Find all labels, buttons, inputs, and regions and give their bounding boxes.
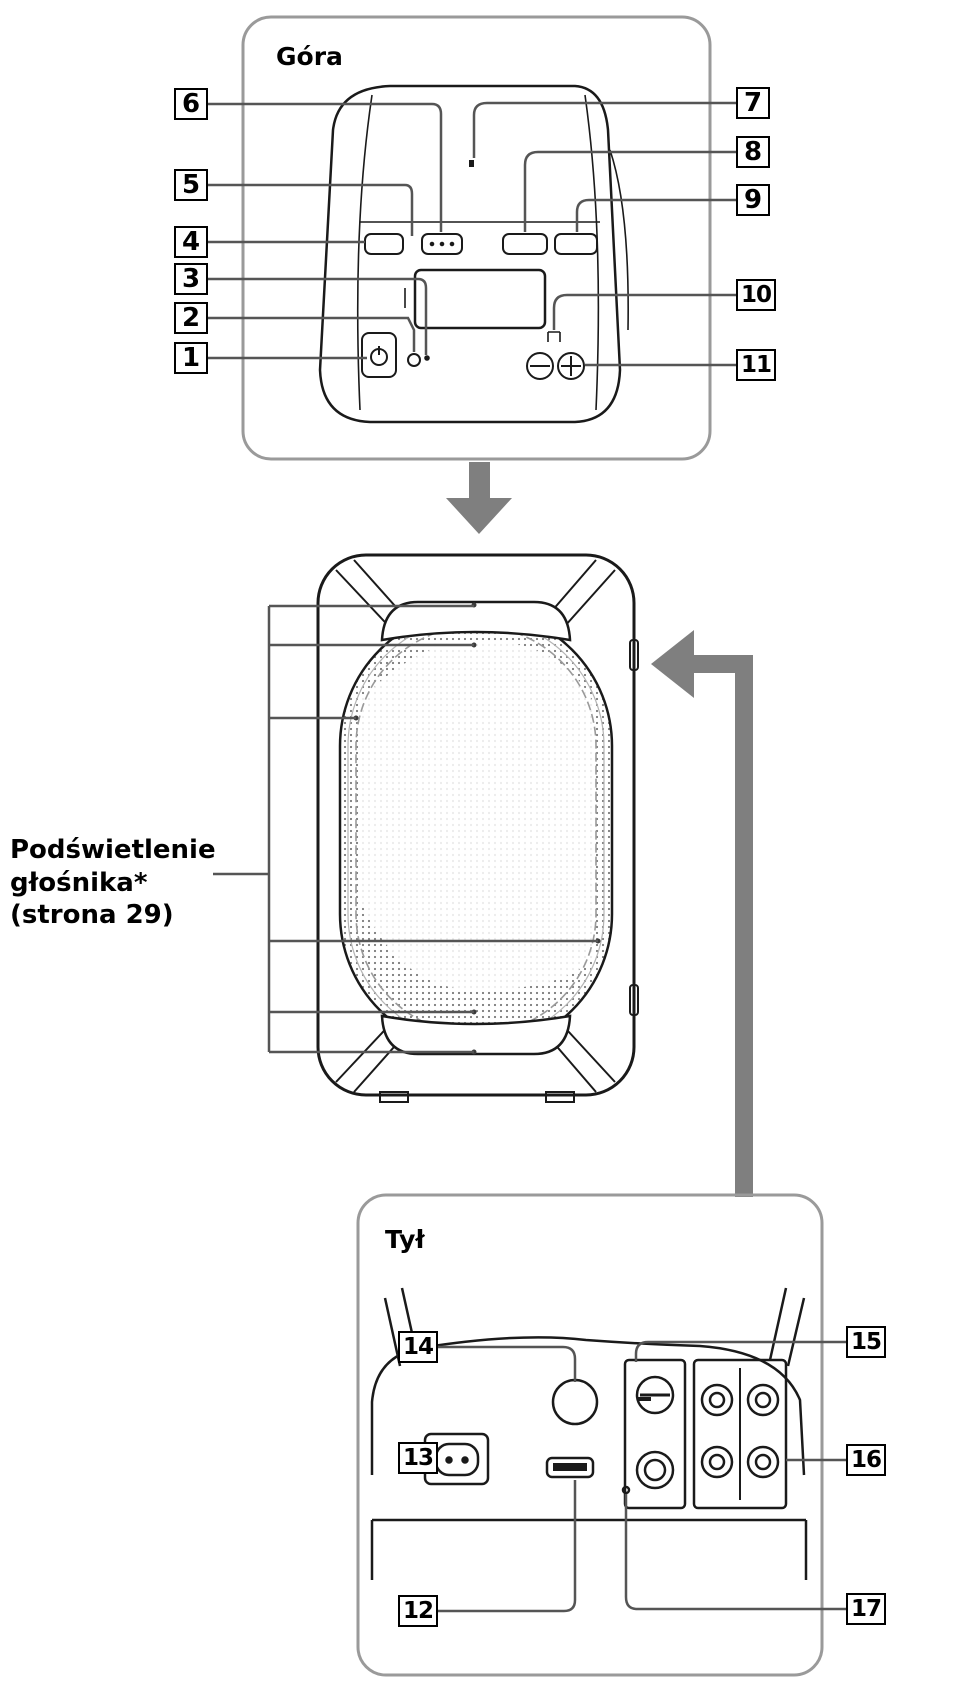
callout-line-1: Podświetlenie: [10, 835, 216, 865]
front-view-speaker: [316, 553, 639, 1103]
callout-number: 14: [398, 1331, 438, 1363]
top-leader-lines: [208, 101, 736, 367]
back-to-front-arrow: [651, 630, 753, 1197]
callout-number: 6: [174, 88, 208, 120]
connector-group-16: [692, 1358, 788, 1510]
callout-number: 5: [174, 169, 208, 201]
button-9-icon: [554, 233, 598, 255]
back-panel-frame: [356, 1193, 824, 1677]
button-8-icon: [502, 233, 548, 255]
callout-number: 13: [398, 1442, 438, 1474]
callout-number: 8: [736, 136, 770, 168]
callout-number: 10: [736, 279, 776, 311]
callout-number: 12: [398, 1595, 438, 1627]
callout-number: 16: [846, 1444, 886, 1476]
callout-number: 1: [174, 342, 208, 374]
volume-plus-icon: [557, 352, 585, 380]
button-6-icon: [421, 233, 463, 255]
button-4-icon: [364, 233, 404, 255]
callout-number: 9: [736, 184, 770, 216]
callout-number: 11: [736, 349, 776, 381]
down-arrow: [446, 462, 512, 534]
round-connector-icon: [551, 1378, 599, 1426]
party-button-icon: [407, 353, 421, 367]
volume-minus-icon: [526, 352, 554, 380]
callout-line-3: (strona 29): [10, 900, 174, 930]
light-leader-lines: [213, 604, 598, 1054]
top-buttons: [361, 233, 598, 380]
connector-group-15: [623, 1358, 687, 1510]
callout-number: 15: [846, 1326, 886, 1358]
top-panel-frame: [241, 15, 712, 461]
callout-number: 3: [174, 263, 208, 295]
back-panel-title: Tył: [385, 1225, 425, 1254]
callout-number: 17: [846, 1593, 886, 1625]
usb-port-icon: [545, 1456, 595, 1479]
callout-number: 4: [174, 226, 208, 258]
speaker-light-callout: Podświetlenie głośnika* (strona 29): [10, 834, 216, 932]
power-button-icon: [361, 332, 397, 378]
callout-number: 7: [736, 87, 770, 119]
callout-line-2: głośnika*: [10, 867, 148, 898]
callout-number: 2: [174, 302, 208, 334]
top-panel-title: Góra: [276, 42, 343, 71]
